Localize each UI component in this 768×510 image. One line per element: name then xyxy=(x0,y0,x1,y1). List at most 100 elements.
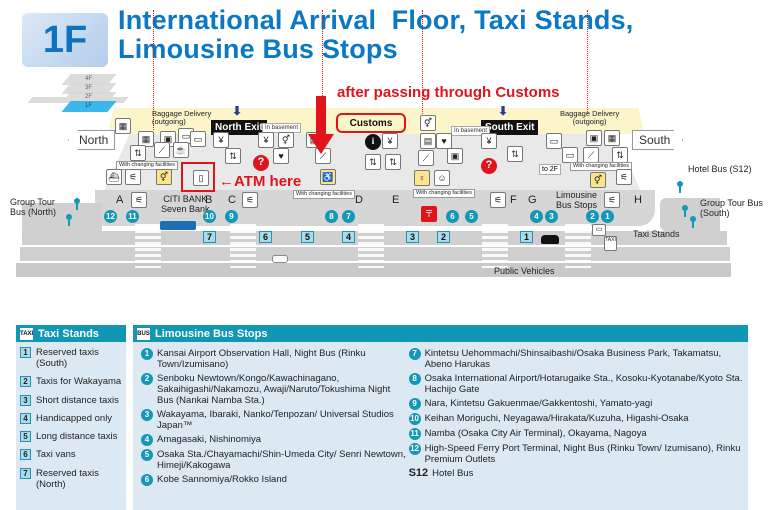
bus-stop-5[interactable]: 5 xyxy=(465,210,478,223)
smoking-area-icon: ⚟ xyxy=(242,192,258,208)
gate-a: A xyxy=(116,194,124,206)
aed-icon: ♥ xyxy=(273,148,289,164)
red-arrow-down-icon xyxy=(308,134,334,154)
aed-icon: ♥ xyxy=(436,133,452,149)
south-direction-sign: South xyxy=(632,130,683,150)
bus-stop-6[interactable]: 6 xyxy=(446,210,459,223)
baggage-delivery-south: Baggage Delivery (outgoing) xyxy=(560,109,620,126)
gate-c: C xyxy=(228,194,236,206)
taxi-stand-1[interactable]: 1 xyxy=(520,231,533,243)
floor-map: North South ⬇ North Exit ⬇ South Exit In… xyxy=(0,10,768,315)
taxi-stand-5[interactable]: 5 xyxy=(301,231,314,243)
counter-icon: ▭ xyxy=(562,147,578,163)
bus-stop-7[interactable]: 7 xyxy=(342,210,355,223)
seven-bank-label: Seven Bank xyxy=(161,204,210,214)
smoking-area-icon: ⚟ xyxy=(616,169,632,185)
hotel-bus-stop-icon xyxy=(677,181,683,193)
guide-line xyxy=(587,10,588,114)
elevator-icon: ⇅ xyxy=(365,154,381,170)
computer-icon: ▭ xyxy=(546,133,562,149)
bus-stop-3[interactable]: 3 xyxy=(545,210,558,223)
bank-labels: CITI BANK Seven Bank xyxy=(161,194,210,214)
gate-g: G xyxy=(528,194,537,206)
north-direction-sign: North xyxy=(68,130,116,150)
group-tour-south-label: Group Tour Bus (South) xyxy=(700,198,763,218)
taxi-stands-label: Taxi Stands xyxy=(633,229,680,239)
gate-d: D xyxy=(355,194,363,206)
coffee-icon: ☕ xyxy=(173,142,189,158)
bus-icon: BUS xyxy=(137,327,150,340)
bus-legend-title: Limousine Bus Stops xyxy=(155,327,268,340)
computer-icon: ▭ xyxy=(190,131,206,147)
restroom-icon: ⚥ xyxy=(156,169,172,185)
bus-stop-1[interactable]: 1 xyxy=(601,210,614,223)
smoking-area-icon: ⚟ xyxy=(604,192,620,208)
bus-lane-south xyxy=(660,198,720,231)
baby-room-icon: ☺ xyxy=(434,170,450,186)
bus-stop-2[interactable]: 2 xyxy=(586,210,599,223)
elevator-icon: ⇅ xyxy=(385,154,401,170)
ship-icon: ⛴ xyxy=(106,169,122,185)
taxi-stand-4[interactable]: 4 xyxy=(342,231,355,243)
group-tour-south-stop-icon xyxy=(682,205,688,217)
curb-area xyxy=(95,190,655,226)
accessible-restroom-icon: ♿ xyxy=(320,169,336,185)
bus-stop-9[interactable]: 9 xyxy=(225,210,238,223)
baggage-storage-icon: ▦ xyxy=(138,131,154,147)
public-vehicle-icon xyxy=(272,255,288,263)
crosswalk xyxy=(230,224,256,268)
taxi-car-icon xyxy=(541,235,559,244)
bus-stop-11[interactable]: 11 xyxy=(126,210,139,223)
taxi-icon: TAXI xyxy=(20,327,33,340)
page-title: International Arrival Floor, Taxi Stands… xyxy=(118,6,634,64)
taxi-stand-6[interactable]: 6 xyxy=(259,231,272,243)
crosswalk xyxy=(358,224,384,268)
title-line-1: International Arrival Floor, Taxi Stands… xyxy=(118,5,634,35)
currency-exchange-icon: ¥ xyxy=(213,132,229,148)
taxi-stand-7[interactable]: 7 xyxy=(203,231,216,243)
elevator-icon: ⇅ xyxy=(507,146,523,162)
bus-stop-4[interactable]: 4 xyxy=(530,210,543,223)
escalator-icon: ⟋ xyxy=(154,142,170,158)
after-customs-annotation: after passing through Customs xyxy=(337,84,560,101)
information-question-icon: ? xyxy=(253,155,269,171)
bus-stop-10[interactable]: 10 xyxy=(203,210,216,223)
south-exit-arrow-icon: ⬇ xyxy=(498,104,509,118)
in-basement-label: In basement xyxy=(451,126,491,136)
group-tour-north-stop-icon xyxy=(74,198,80,210)
guide-line xyxy=(153,10,154,130)
taxi-sign-icon: TAXI xyxy=(604,236,617,251)
changing-facilities-label: With changing facilities xyxy=(116,161,178,170)
bus-stop-8[interactable]: 8 xyxy=(325,210,338,223)
crosswalk xyxy=(565,224,591,268)
taxi-legend-header: TAXI Taxi Stands xyxy=(16,325,126,342)
bus-legend-header: BUS Limousine Bus Stops xyxy=(133,325,748,342)
bus-stop-12[interactable]: 12 xyxy=(104,210,117,223)
crosswalk xyxy=(482,224,508,268)
baggage-service-icon: ▣ xyxy=(447,148,463,164)
gate-h: H xyxy=(634,194,642,206)
hotel-bus-label: Hotel Bus (S12) xyxy=(688,164,752,174)
group-tour-north-label: Group Tour Bus (North) xyxy=(10,197,57,217)
taxi-stand-2[interactable]: 2 xyxy=(437,231,450,243)
group-tour-south-stop-icon xyxy=(690,216,696,228)
taxi-legend-title: Taxi Stands xyxy=(38,327,99,340)
taxi-stand-3[interactable]: 3 xyxy=(406,231,419,243)
elevator-icon: ⇅ xyxy=(612,147,628,163)
bus-icon xyxy=(160,221,196,230)
changing-facilities-label: With changing facilities xyxy=(293,190,355,199)
baggage-delivery-icon: ▣ xyxy=(586,130,602,146)
atm-annotation: ←ATM here xyxy=(219,173,302,190)
